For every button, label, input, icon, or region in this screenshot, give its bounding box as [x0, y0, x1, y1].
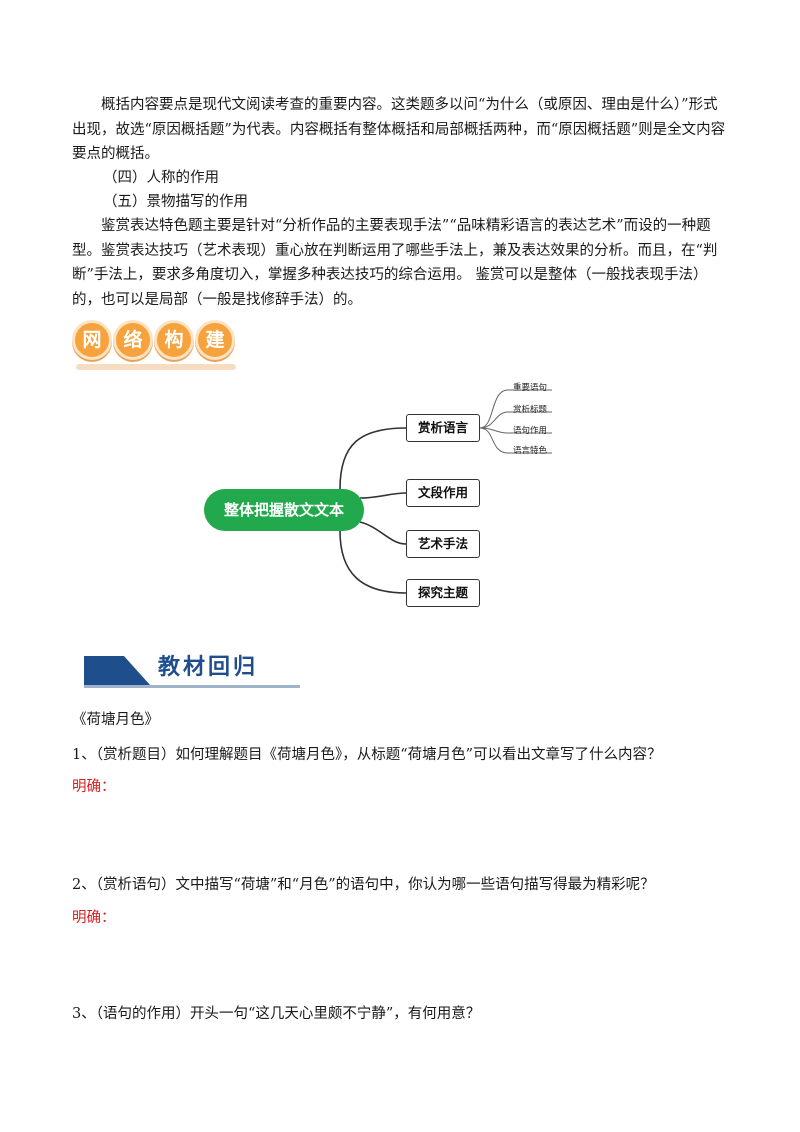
- appreciation-paragraph: 鉴赏表达特色题主要是针对“分析作品的主要表现手法”“品味精彩语言的表达艺术”而设…: [72, 218, 718, 308]
- textbook-review-banner: 教材回归: [84, 652, 300, 688]
- mind-map-leaf-node: 语言特色: [513, 446, 548, 456]
- mind-map-branch-node: 赏析语言: [406, 414, 480, 442]
- mind-map-connectors: [339, 389, 552, 594]
- answer-label-1: 明确：: [72, 779, 116, 795]
- mind-map-center-node: 整体把握散文文本: [204, 489, 364, 531]
- banner-shape: [84, 656, 150, 685]
- question-2: 2、（赏析语句）文中描写“荷塘”和“月色”的语句中，你认为哪一些语句描写得最为精…: [72, 877, 655, 893]
- banner-underline: [84, 685, 300, 688]
- mind-map-branch-node: 艺术手法: [406, 530, 480, 558]
- banner-char: 网: [72, 320, 112, 360]
- banner-char: 络: [113, 320, 153, 360]
- intro-paragraph: 概括内容要点是现代文阅读考查的重要内容。这类题多以问“为什么（或原因、理由是什么…: [72, 97, 726, 162]
- banner-char: 建: [195, 320, 235, 360]
- mind-map-branch-node: 文段作用: [406, 479, 480, 507]
- banner-title: 教材回归: [158, 655, 259, 680]
- banner-char: 构: [154, 320, 194, 360]
- mind-map-branch-node: 探究主题: [406, 579, 480, 607]
- book-title: 《荷塘月色》: [72, 712, 159, 728]
- banner-underline: [76, 364, 236, 370]
- mind-map-leaf-node: 语句作用: [513, 426, 548, 436]
- mind-map: 整体把握散文文本 赏析语言 文段作用 艺术手法 探究主题 重要语句 赏析标题 语…: [190, 372, 590, 617]
- question-1: 1、（赏析题目）如何理解题目《荷塘月色》，从标题“荷塘月色”可以看出文章写了什么…: [72, 747, 662, 763]
- list-item-person: （四）人称的作用: [103, 170, 219, 186]
- network-build-banner: 网 络 构 建: [72, 318, 240, 370]
- answer-label-2: 明确：: [72, 910, 116, 926]
- mind-map-leaf-node: 赏析标题: [513, 405, 548, 415]
- list-item-scenery: （五）景物描写的作用: [103, 194, 248, 210]
- mind-map-leaf-node: 重要语句: [513, 383, 548, 393]
- question-3: 3、（语句的作用）开头一句“这几天心里颇不宁静”，有何用意？: [72, 1006, 481, 1022]
